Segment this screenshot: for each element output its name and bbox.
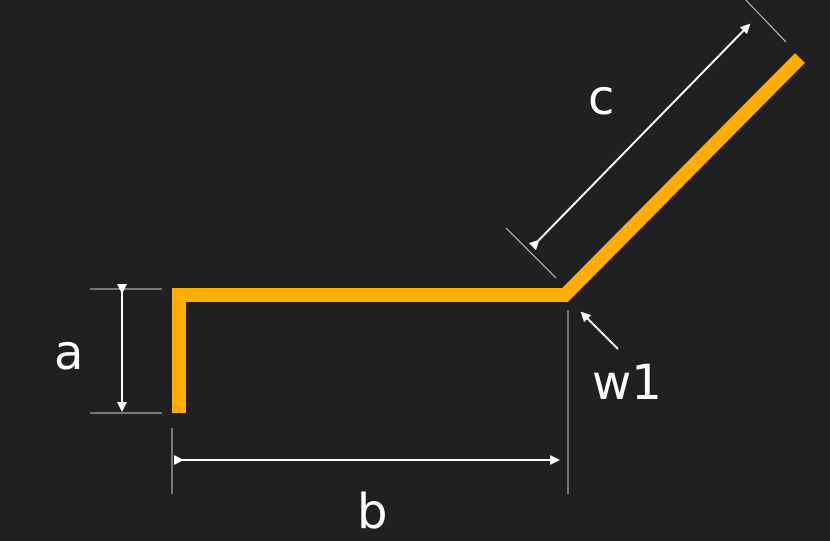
extension-line-c-end [745,0,787,43]
label-c: c [588,70,614,126]
label-a: a [54,325,83,381]
profile-line [172,53,805,413]
extension-line-c-start [505,227,557,279]
dimension-line-c [528,23,751,251]
pointer-arrow-w1 [580,311,619,350]
label-b: b [357,484,387,540]
label-w1: w1 [592,355,662,411]
